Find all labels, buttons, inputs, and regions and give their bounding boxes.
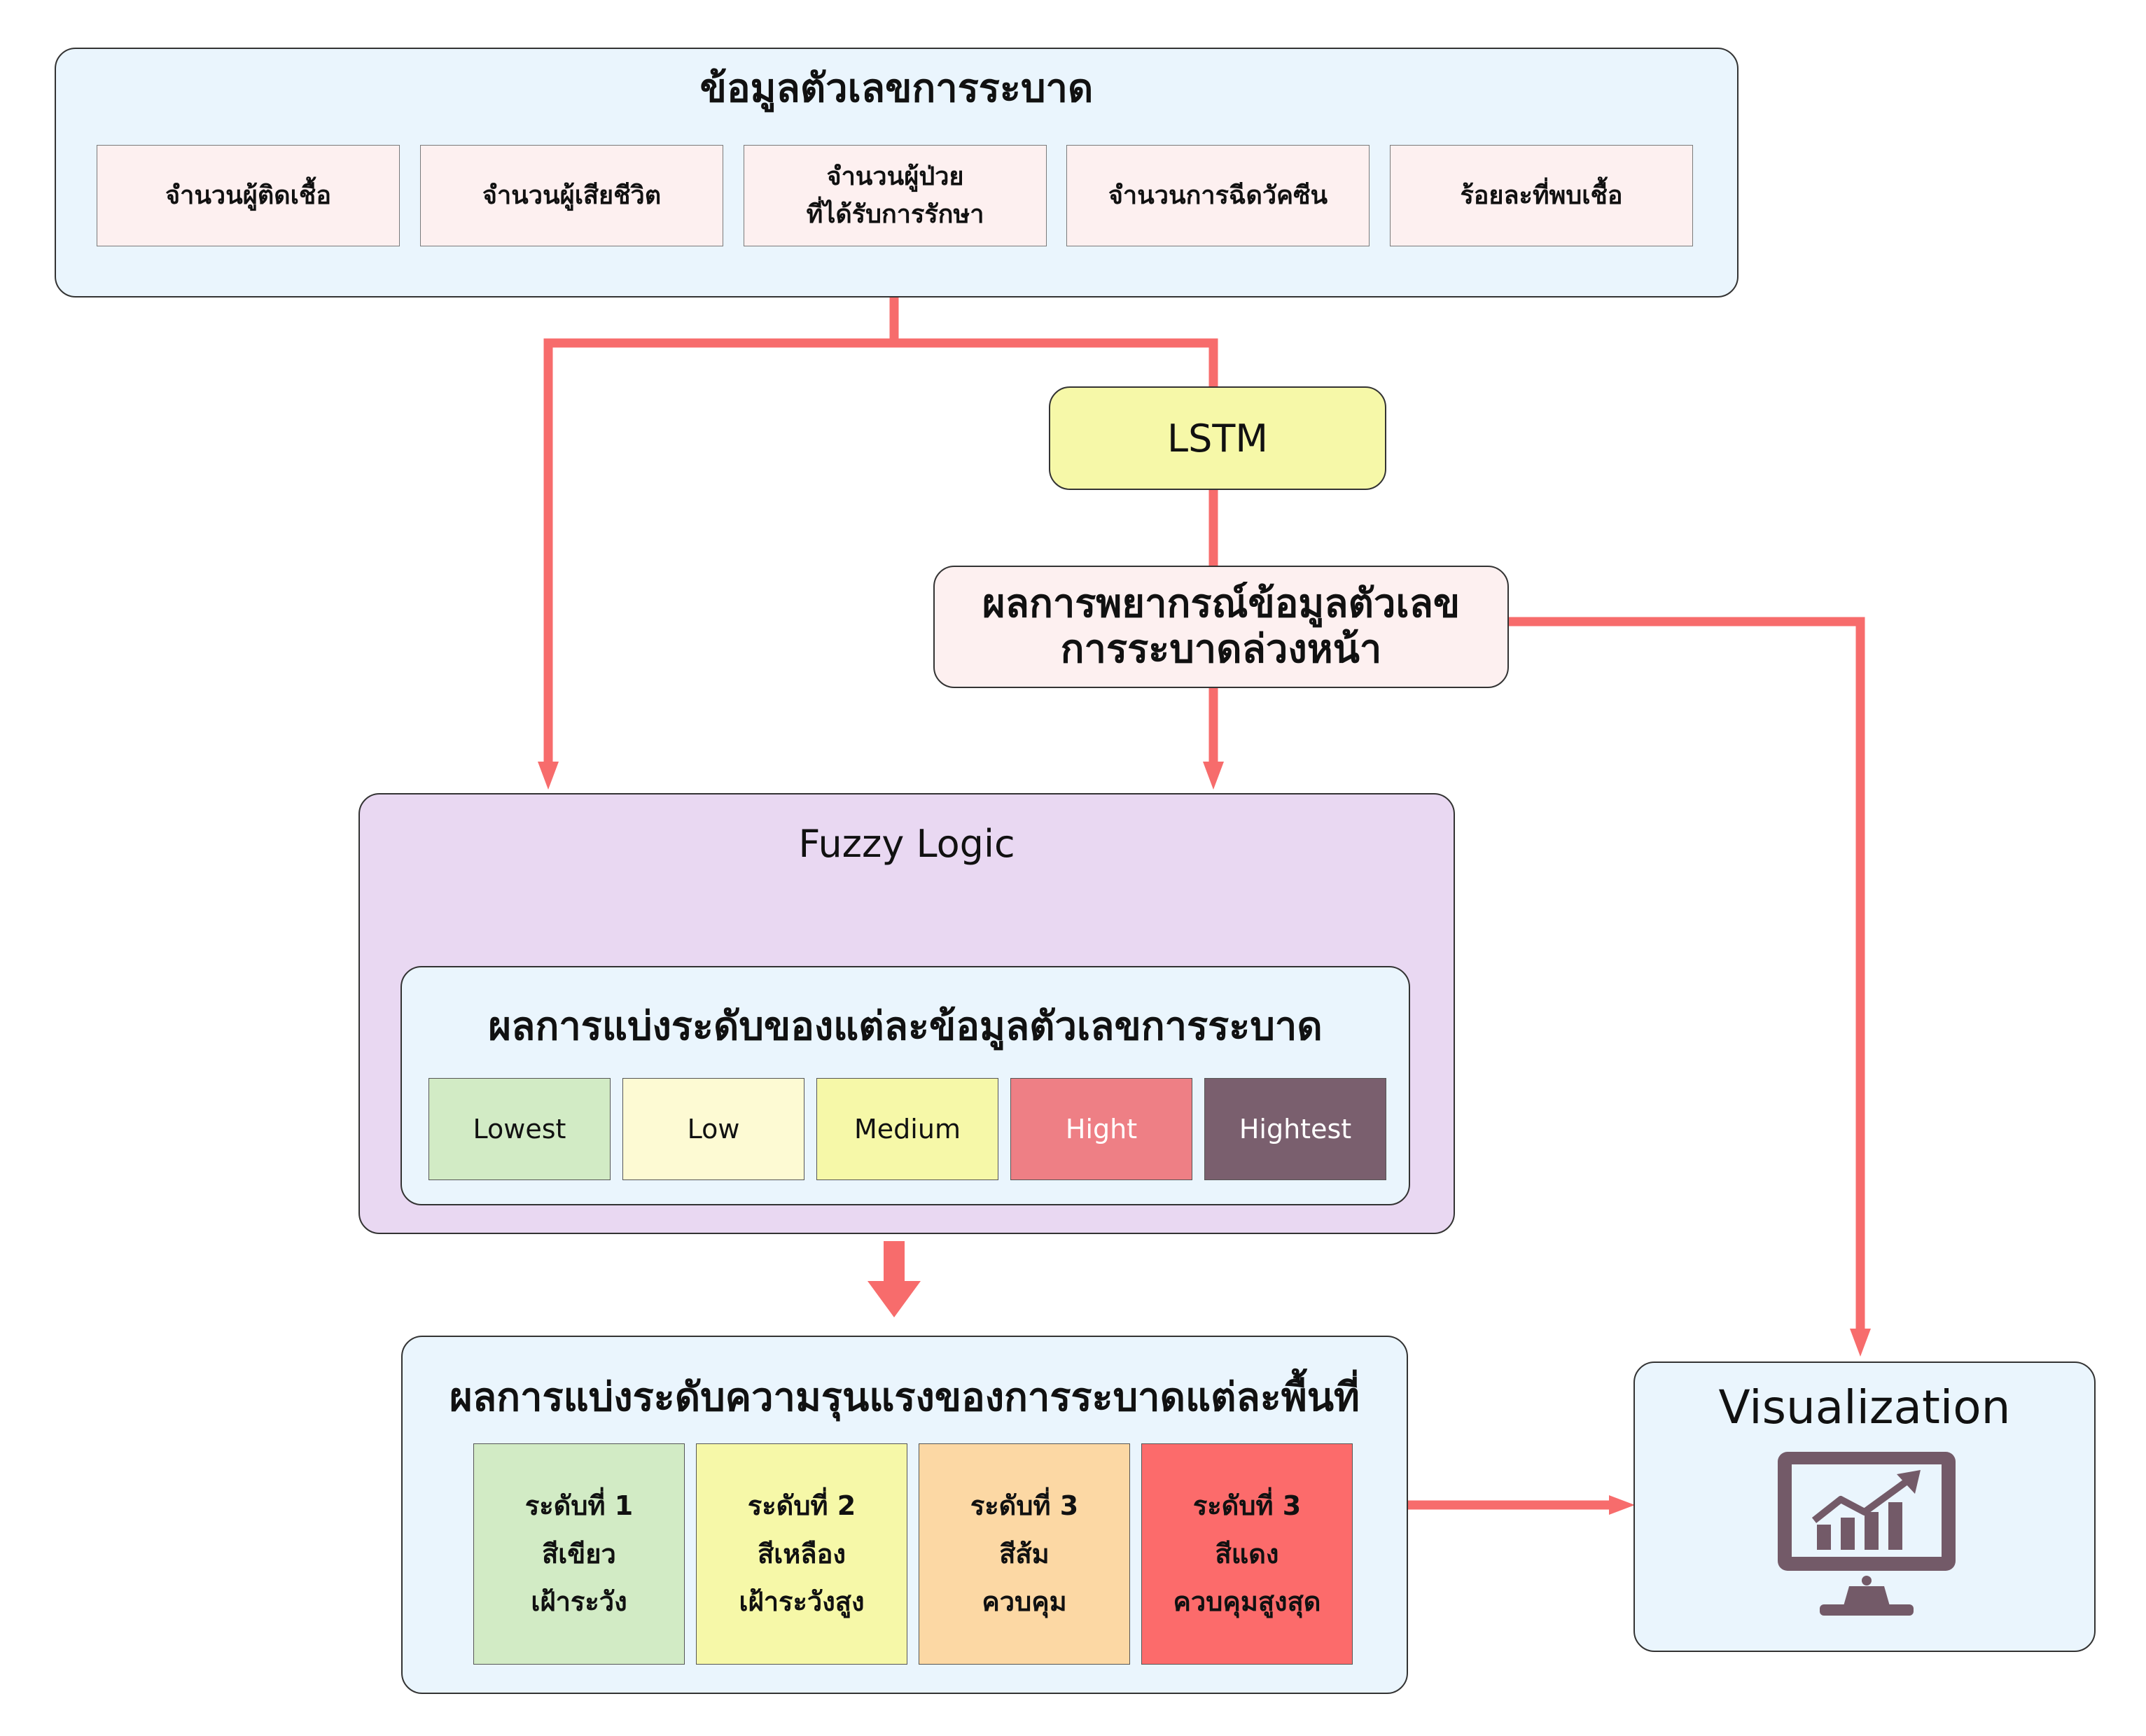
severity-line3: เฝ้าระวังสูง xyxy=(739,1586,865,1618)
severity-line1: ระดับที่ 2 xyxy=(747,1490,856,1522)
big-down-arrow xyxy=(868,1241,921,1317)
forecast-box: ผลการพยากรณ์ข้อมูลตัวเลข การระบาดล่วงหน้… xyxy=(933,566,1509,688)
arrowhead-fuzzy-left xyxy=(538,762,559,790)
severity-title: ผลการแบ่งระดับความรุนแรงของการระบาดแต่ละ… xyxy=(450,1374,1360,1420)
fuzzy-level-hight: Hight xyxy=(1010,1078,1192,1180)
severity-line2: สีเขียว xyxy=(542,1538,616,1569)
fuzzy-level-low: Low xyxy=(622,1078,804,1180)
source-infected: จำนวนผู้ติดเชื้อ xyxy=(97,145,400,246)
split-line xyxy=(543,338,1218,763)
source-label: จำนวนผู้ป่วย xyxy=(826,162,964,191)
source-label-line2: ที่ได้รับการรักษา xyxy=(806,200,984,229)
source-positive-rate: ร้อยละที่พบเชื้อ xyxy=(1390,145,1693,246)
source-label: จำนวนผู้เสียชีวิต xyxy=(482,181,662,210)
severity-level-2: ระดับที่ 2 สีเหลืองเฝ้าระวังสูง xyxy=(696,1443,907,1665)
source-treated: จำนวนผู้ป่วย ที่ได้รับการรักษา xyxy=(744,145,1047,246)
severity-level-3: ระดับที่ 3 สีส้มควบคุม xyxy=(919,1443,1130,1665)
monitor-chart-icon xyxy=(1778,1452,1956,1616)
data-panel-title: ข้อมูลตัวเลขการระบาด xyxy=(699,65,1094,111)
severity-line3: ควบคุมสูงสุด xyxy=(1173,1586,1321,1618)
visualization-title: Visualization xyxy=(1718,1380,2011,1434)
forecast-line2: การระบาดล่วงหน้า xyxy=(1060,626,1382,672)
severity-line3: เฝ้าระวัง xyxy=(531,1586,627,1618)
source-label: จำนวนการฉีดวัคซีน xyxy=(1108,181,1328,210)
severity-line1: ระดับที่ 3 xyxy=(970,1490,1079,1522)
fuzzy-level-hightest: Hightest xyxy=(1204,1078,1386,1180)
severity-line1: ระดับที่ 1 xyxy=(524,1490,634,1522)
source-label: ร้อยละที่พบเชื้อ xyxy=(1460,181,1623,210)
source-label: จำนวนผู้ติดเชื้อ xyxy=(165,181,331,210)
severity-line3: ควบคุม xyxy=(982,1586,1067,1618)
severity-line2: สีแดง xyxy=(1215,1538,1279,1569)
fuzzy-logic-title: Fuzzy Logic xyxy=(798,821,1015,866)
fuzzy-level-medium: Medium xyxy=(816,1078,998,1180)
forecast-line1: ผลการพยากรณ์ข้อมูลตัวเลข xyxy=(982,581,1461,627)
severity-line2: สีเหลือง xyxy=(758,1538,846,1569)
source-vaccination: จำนวนการฉีดวัคซีน xyxy=(1066,145,1370,246)
fuzzy-levels-title: ผลการแบ่งระดับของแต่ละข้อมูลตัวเลขการระบ… xyxy=(488,1003,1323,1049)
arrowhead-vis-left xyxy=(1609,1495,1635,1515)
source-deaths: จำนวนผู้เสียชีวิต xyxy=(420,145,723,246)
severity-line2: สีส้ม xyxy=(999,1538,1050,1569)
severity-level-1: ระดับที่ 1 สีเขียวเฝ้าระวัง xyxy=(473,1443,685,1665)
forecast-vis-line xyxy=(1509,617,1865,1330)
arrowhead-vis-top xyxy=(1850,1329,1871,1357)
severity-line1: ระดับที่ 3 xyxy=(1192,1490,1302,1522)
lstm-label: LSTM xyxy=(1167,416,1268,461)
lstm-box: LSTM xyxy=(1049,386,1386,490)
fuzzy-level-lowest: Lowest xyxy=(428,1078,611,1180)
arrowhead-fuzzy-right xyxy=(1203,762,1224,790)
severity-level-4: ระดับที่ 3 สีแดงควบคุมสูงสุด xyxy=(1141,1443,1353,1665)
